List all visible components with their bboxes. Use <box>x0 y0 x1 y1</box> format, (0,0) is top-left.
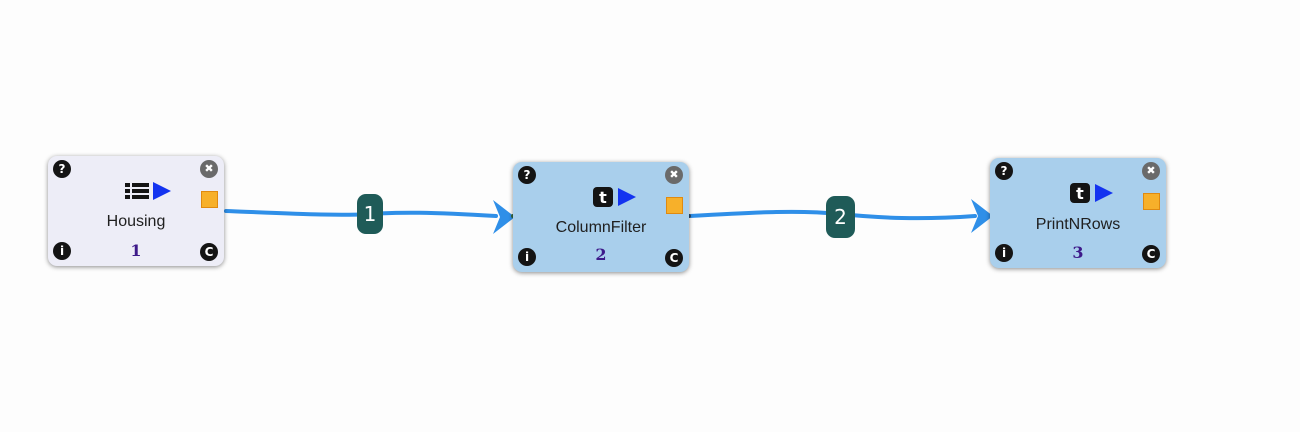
node-label: ColumnFilter <box>555 219 647 236</box>
info-icon[interactable]: i <box>518 248 536 266</box>
help-icon[interactable]: ? <box>518 166 536 184</box>
run-triangle-icon[interactable] <box>1094 182 1114 204</box>
close-icon[interactable]: ✖ <box>665 166 683 184</box>
config-icon[interactable]: C <box>665 249 683 267</box>
config-icon[interactable]: C <box>200 243 218 261</box>
status-indicator <box>666 197 683 214</box>
node-index: 2 <box>595 245 607 264</box>
run-triangle-icon[interactable] <box>152 180 172 202</box>
node-label: PrintNRows <box>1035 216 1121 233</box>
node-housing[interactable]: ? ✖ Housing 1 i C <box>48 156 224 266</box>
status-indicator <box>1143 193 1160 210</box>
node-label: Housing <box>106 213 166 230</box>
edge-badge-1[interactable]: 1 <box>357 194 383 234</box>
status-indicator <box>201 191 218 208</box>
node-printnrows[interactable]: ? ✖ t PrintNRows 3 i C <box>990 158 1166 268</box>
help-icon[interactable]: ? <box>53 160 71 178</box>
help-icon[interactable]: ? <box>995 162 1013 180</box>
svg-text:t: t <box>599 188 607 207</box>
edge-badge-2[interactable]: 2 <box>826 196 855 238</box>
t-icon: t <box>1070 183 1090 203</box>
info-icon[interactable]: i <box>53 242 71 260</box>
run-triangle-icon[interactable] <box>617 186 637 208</box>
close-icon[interactable]: ✖ <box>200 160 218 178</box>
config-icon[interactable]: C <box>1142 245 1160 263</box>
close-icon[interactable]: ✖ <box>1142 162 1160 180</box>
list-icon <box>125 183 149 199</box>
edge-2-arrowhead <box>971 199 993 233</box>
svg-text:t: t <box>1076 184 1084 203</box>
t-icon: t <box>593 187 613 207</box>
node-index: 1 <box>130 241 142 260</box>
node-columnfilter[interactable]: ? ✖ t ColumnFilter 2 i C <box>513 162 689 272</box>
node-index: 3 <box>1072 243 1084 262</box>
edge-1-arrowhead <box>493 200 515 234</box>
info-icon[interactable]: i <box>995 244 1013 262</box>
